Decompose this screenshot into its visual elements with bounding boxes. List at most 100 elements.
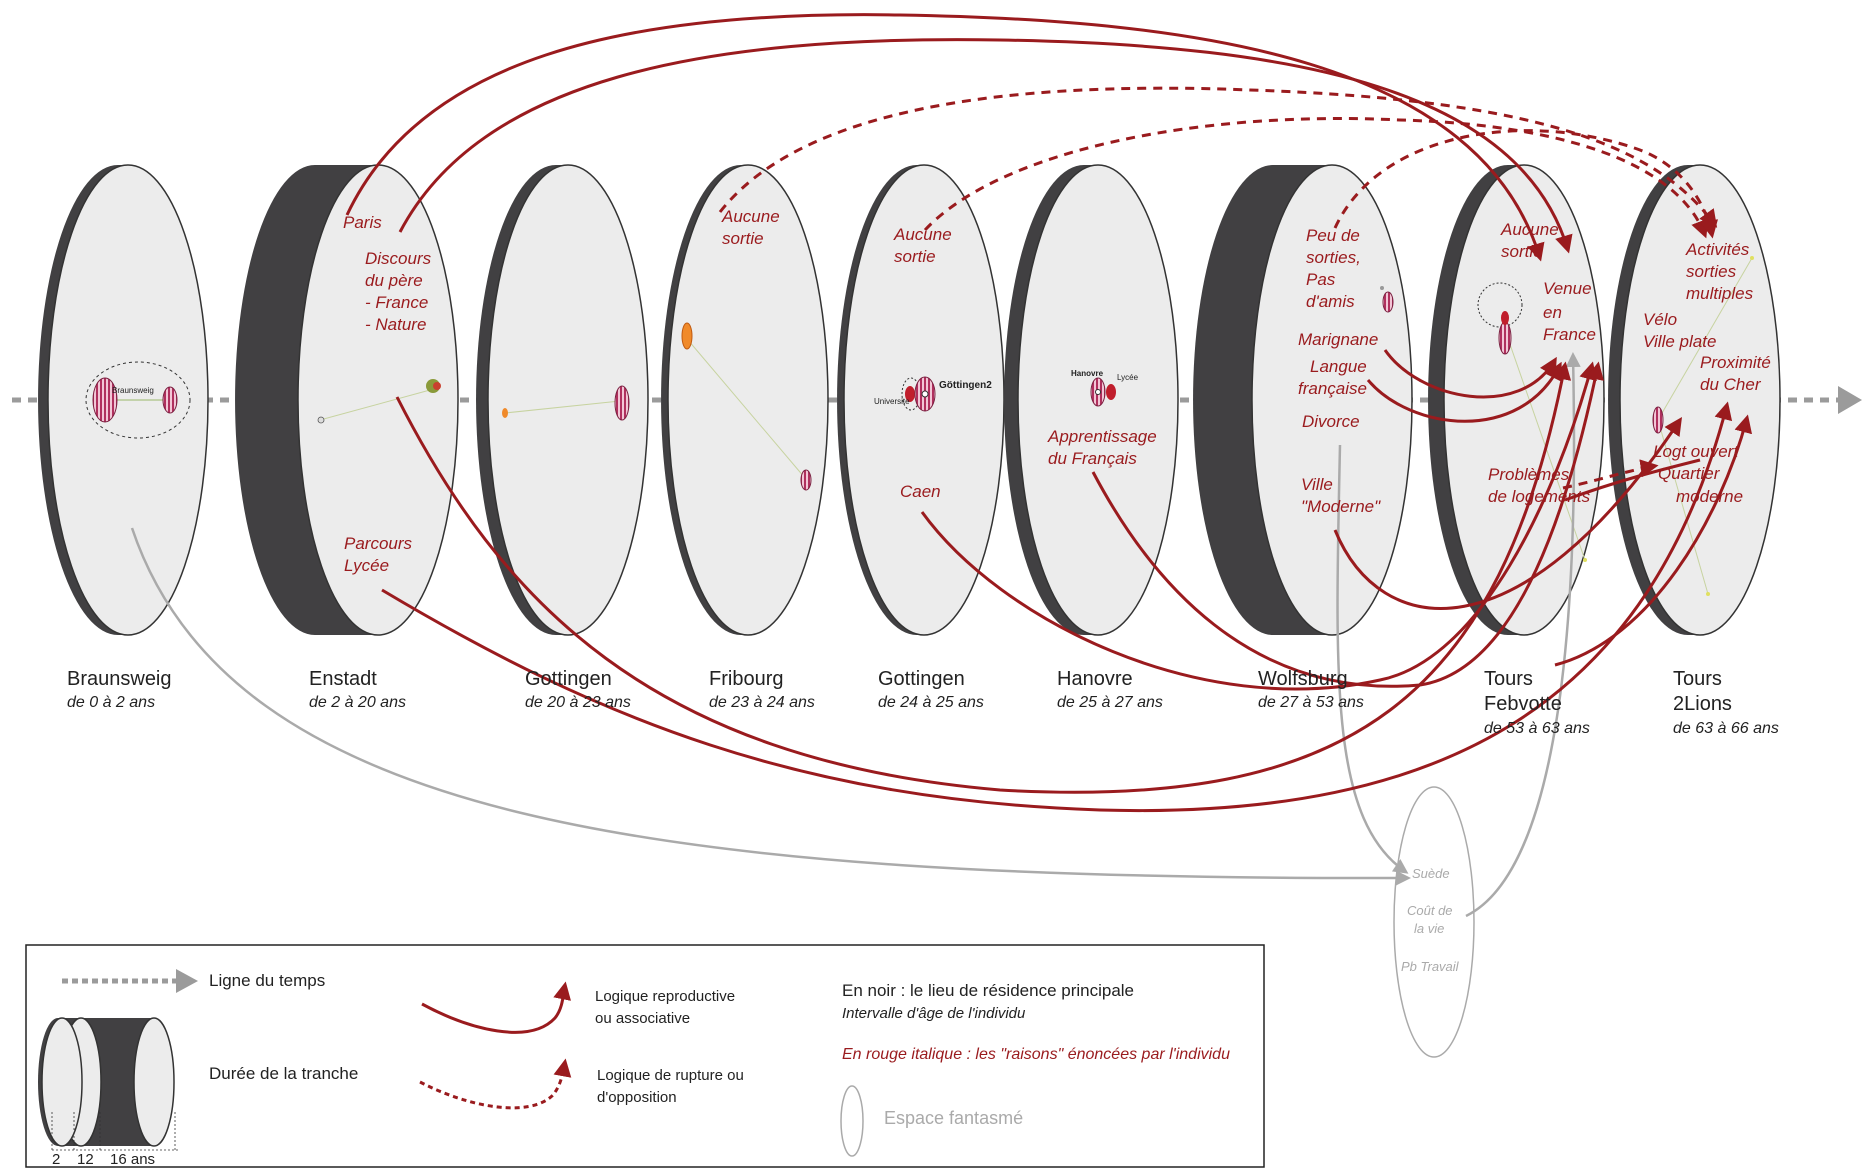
age-enstadt: de 2 à 20 ans xyxy=(309,694,406,711)
reason-langue-2: française xyxy=(1298,379,1367,398)
mini-label-braunsweig: Braunsweig xyxy=(112,386,154,395)
reason-parcours-2: Lycée xyxy=(344,556,389,575)
reason-problemes-1: Problèmes xyxy=(1488,465,1570,484)
reason-langue-1: Langue xyxy=(1310,357,1367,376)
reason-venue-1: Venue xyxy=(1543,279,1592,298)
age-tours-2lions: de 63 à 66 ans xyxy=(1673,720,1779,737)
reason-marignane: Marignane xyxy=(1298,330,1378,349)
reason-apprentissage-1: Apprentissage xyxy=(1047,427,1157,446)
legend-timeline-label: Ligne du temps xyxy=(209,971,325,990)
legend-rupture-sample xyxy=(419,1058,572,1110)
reason-apprentissage-2: du Français xyxy=(1048,449,1137,468)
reason-caen: Caen xyxy=(900,482,941,501)
reason-fribourg-aucune-2: sortie xyxy=(722,229,764,248)
reason-parcours-1: Parcours xyxy=(344,534,413,553)
place-labels: Braunsweig de 0 à 2 ans Enstadt de 2 à 2… xyxy=(67,668,1779,737)
reason-ville-1: Ville xyxy=(1301,475,1333,494)
reason-problemes-2: de logements xyxy=(1488,487,1591,506)
slice-gottingen-1 xyxy=(476,164,649,636)
place-tours-2lions-1: Tours xyxy=(1673,668,1722,690)
fantasy-labels: Suède Coût de la vie Pb Travail xyxy=(1401,866,1460,974)
legend-scale-2: 2 xyxy=(52,1151,60,1168)
fantasy-suede: Suède xyxy=(1412,866,1450,881)
reason-proximite-2: du Cher xyxy=(1700,375,1762,394)
reasons: Paris Discours du père - France - Nature… xyxy=(343,207,1771,575)
slice-wolfsburg xyxy=(1193,164,1413,636)
place-tours-febvotte-1: Tours xyxy=(1484,668,1533,690)
legend-rupture-2: d'opposition xyxy=(597,1089,677,1106)
legend-black-title: En noir : le lieu de résidence principal… xyxy=(842,981,1134,1000)
rupture-links xyxy=(718,86,1718,490)
mini-network-hanovre: Hanovre Lycée xyxy=(1071,369,1139,407)
reason-gott2-aucune-1: Aucune xyxy=(893,225,952,244)
slice-tours-febvotte xyxy=(1428,164,1605,636)
reason-discours-3: - France xyxy=(365,293,428,312)
legend-scale-12: 12 xyxy=(77,1151,94,1168)
mini-network-tours-2lions xyxy=(1652,256,1754,596)
reason-proximite-1: Proximité xyxy=(1700,353,1771,372)
reason-peu-1: Peu de xyxy=(1306,226,1360,245)
mini-label-gottingen2: Göttingen2 xyxy=(939,380,992,391)
reason-peu-3: Pas xyxy=(1306,270,1336,289)
age-hanovre: de 25 à 27 ans xyxy=(1057,694,1163,711)
legend-timeline-sample xyxy=(62,969,198,993)
slice-enstadt xyxy=(235,164,459,636)
place-tours-febvotte-2: Febvotte xyxy=(1484,693,1562,715)
mini-network-fribourg xyxy=(681,322,812,491)
place-tours-2lions-2: 2Lions xyxy=(1673,693,1732,715)
fantasy-cout-1: Coût de xyxy=(1407,903,1453,918)
mini-network-gottingen-1 xyxy=(502,385,630,421)
reason-peu-2: sorties, xyxy=(1306,248,1361,267)
legend-duration-label: Durée de la tranche xyxy=(209,1064,358,1083)
reason-ville-2: "Moderne" xyxy=(1301,497,1381,516)
age-tours-febvotte: de 53 à 63 ans xyxy=(1484,720,1590,737)
reason-velo-1: Vélo xyxy=(1643,310,1677,329)
fantasy-pb-travail: Pb Travail xyxy=(1401,959,1460,974)
legend-black-sub: Intervalle d'âge de l'individu xyxy=(842,1005,1026,1022)
place-fribourg: Fribourg xyxy=(709,668,783,690)
age-gottingen-1: de 20 à 23 ans xyxy=(525,694,631,711)
slice-tours-2lions xyxy=(1608,164,1781,636)
reason-tours-aucune-2: sortie xyxy=(1501,242,1543,261)
reason-paris: Paris xyxy=(343,213,382,232)
legend-fantasy-sample xyxy=(840,1085,864,1157)
legend-reproductive-1: Logique reproductive xyxy=(595,988,735,1005)
age-wolfsburg: de 27 à 53 ans xyxy=(1258,694,1364,711)
reason-gott2-aucune-2: sortie xyxy=(894,247,936,266)
legend-reproductive-sample xyxy=(421,981,572,1034)
mini-network-enstadt xyxy=(317,379,441,424)
mini-label-lycee: Lycée xyxy=(1117,373,1139,382)
place-enstadt: Enstadt xyxy=(309,668,377,690)
reproductive-links xyxy=(345,13,1753,813)
place-hanovre: Hanovre xyxy=(1057,668,1133,690)
place-gottingen-2: Gottingen xyxy=(878,668,965,690)
reason-activites-1: Activités xyxy=(1685,240,1750,259)
mini-network-gottingen-2: Universite Göttingen2 xyxy=(874,376,992,412)
place-braunsweig: Braunsweig xyxy=(67,668,172,690)
place-gottingen-1: Gottingen xyxy=(525,668,612,690)
reason-discours-1: Discours xyxy=(365,249,432,268)
reason-logt-1: Logt ouvert xyxy=(1653,442,1739,461)
mini-network-braunsweig: Braunsweig xyxy=(85,361,191,439)
mini-label-hanovre: Hanovre xyxy=(1071,369,1104,378)
reason-peu-4: d'amis xyxy=(1306,292,1355,311)
reason-venue-3: France xyxy=(1543,325,1596,344)
slice-fribourg xyxy=(661,164,829,636)
reason-activites-3: multiples xyxy=(1686,284,1754,303)
fantasy-cout-2: la vie xyxy=(1414,921,1444,936)
place-wolfsburg: Wolfsburg xyxy=(1258,668,1348,690)
reason-venue-2: en xyxy=(1543,303,1562,322)
mini-network-wolfsburg xyxy=(1380,286,1394,313)
reason-velo-2: Ville plate xyxy=(1643,332,1716,351)
legend-scale-16: 16 ans xyxy=(110,1151,155,1168)
reason-divorce: Divorce xyxy=(1302,412,1360,431)
legend-fantasy-label: Espace fantasmé xyxy=(884,1108,1023,1128)
legend-reproductive-2: ou associative xyxy=(595,1010,690,1027)
age-gottingen-2: de 24 à 25 ans xyxy=(878,694,984,711)
reason-fribourg-aucune-1: Aucune xyxy=(721,207,780,226)
reason-discours-2: du père xyxy=(365,271,423,290)
reason-logt-3: moderne xyxy=(1676,487,1743,506)
legend-red-note: En rouge italique : les "raisons" énoncé… xyxy=(842,1046,1230,1063)
age-fribourg: de 23 à 24 ans xyxy=(709,694,815,711)
